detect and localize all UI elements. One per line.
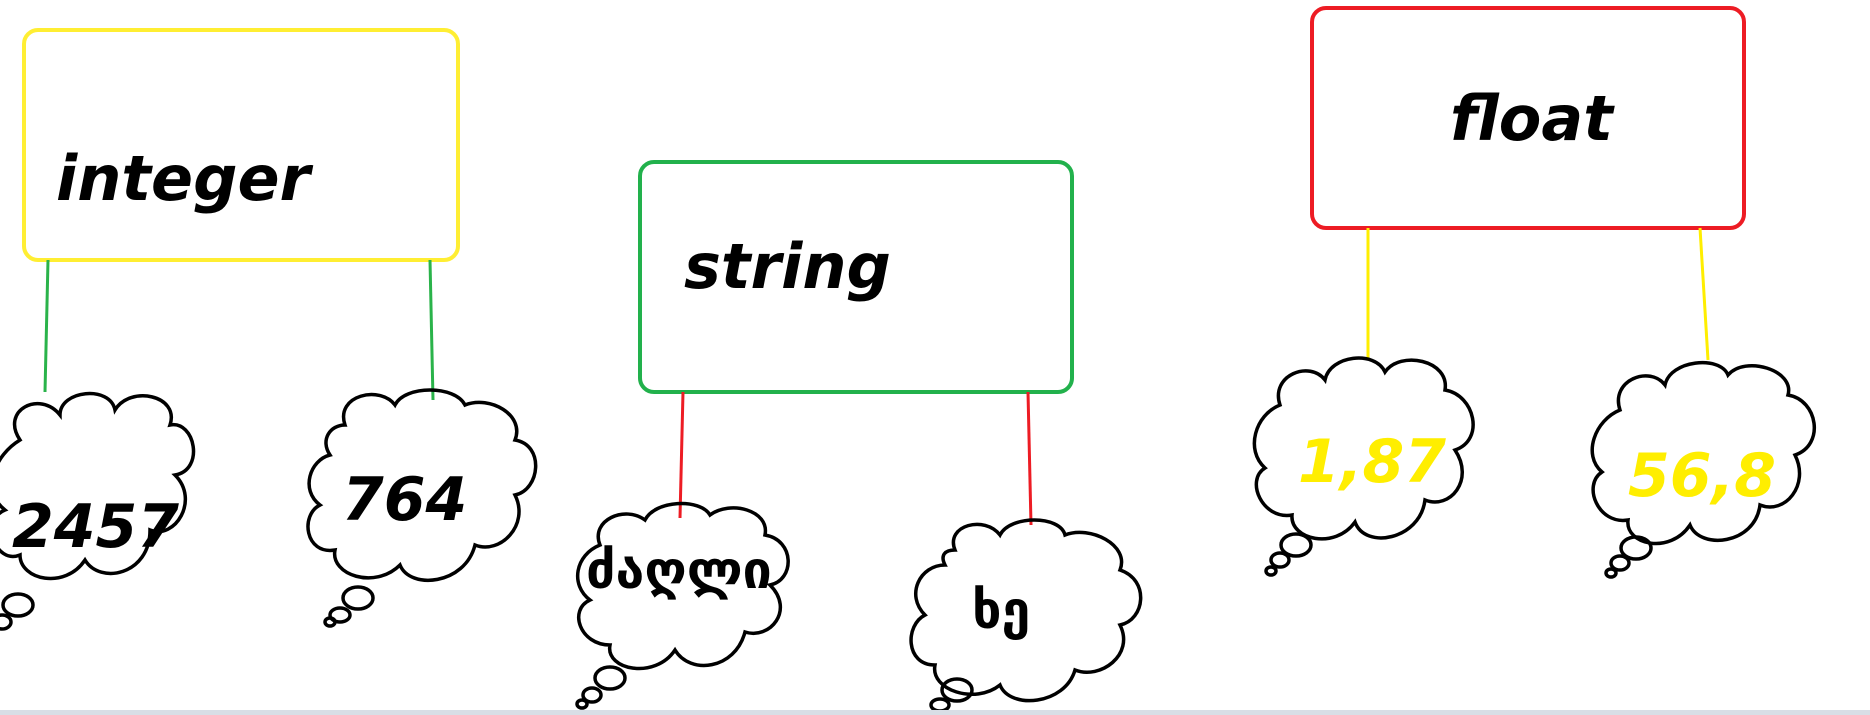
integer-box (22, 28, 460, 262)
string-label: string (684, 230, 891, 303)
float-box (1310, 6, 1746, 230)
integer-value-764: 764 (342, 465, 468, 535)
float-connector-right (1698, 227, 1710, 361)
integer-value-2457: 2457 (12, 492, 179, 562)
float-value-1-87: 1,87 (1298, 427, 1447, 497)
float-value-56-8: 56,8 (1628, 441, 1777, 511)
thought-cloud-56-8 (1590, 360, 1817, 579)
string-box (638, 160, 1074, 394)
string-connector-right (1026, 391, 1033, 526)
bottom-divider (0, 710, 1870, 715)
thought-cloud-dzaghli (575, 501, 790, 710)
thought-cloud-2457 (0, 391, 196, 631)
thought-cloud-1-87 (1252, 356, 1475, 577)
integer-label: integer (56, 142, 311, 215)
string-value-khe: ხე (972, 581, 1031, 641)
integer-connector-left (43, 259, 50, 393)
string-value-dzaghli: ძაღლი (586, 541, 772, 601)
thought-cloud-764 (306, 388, 538, 628)
string-connector-left (678, 391, 685, 519)
float-label: float (1450, 82, 1613, 155)
integer-connector-right (428, 259, 435, 401)
